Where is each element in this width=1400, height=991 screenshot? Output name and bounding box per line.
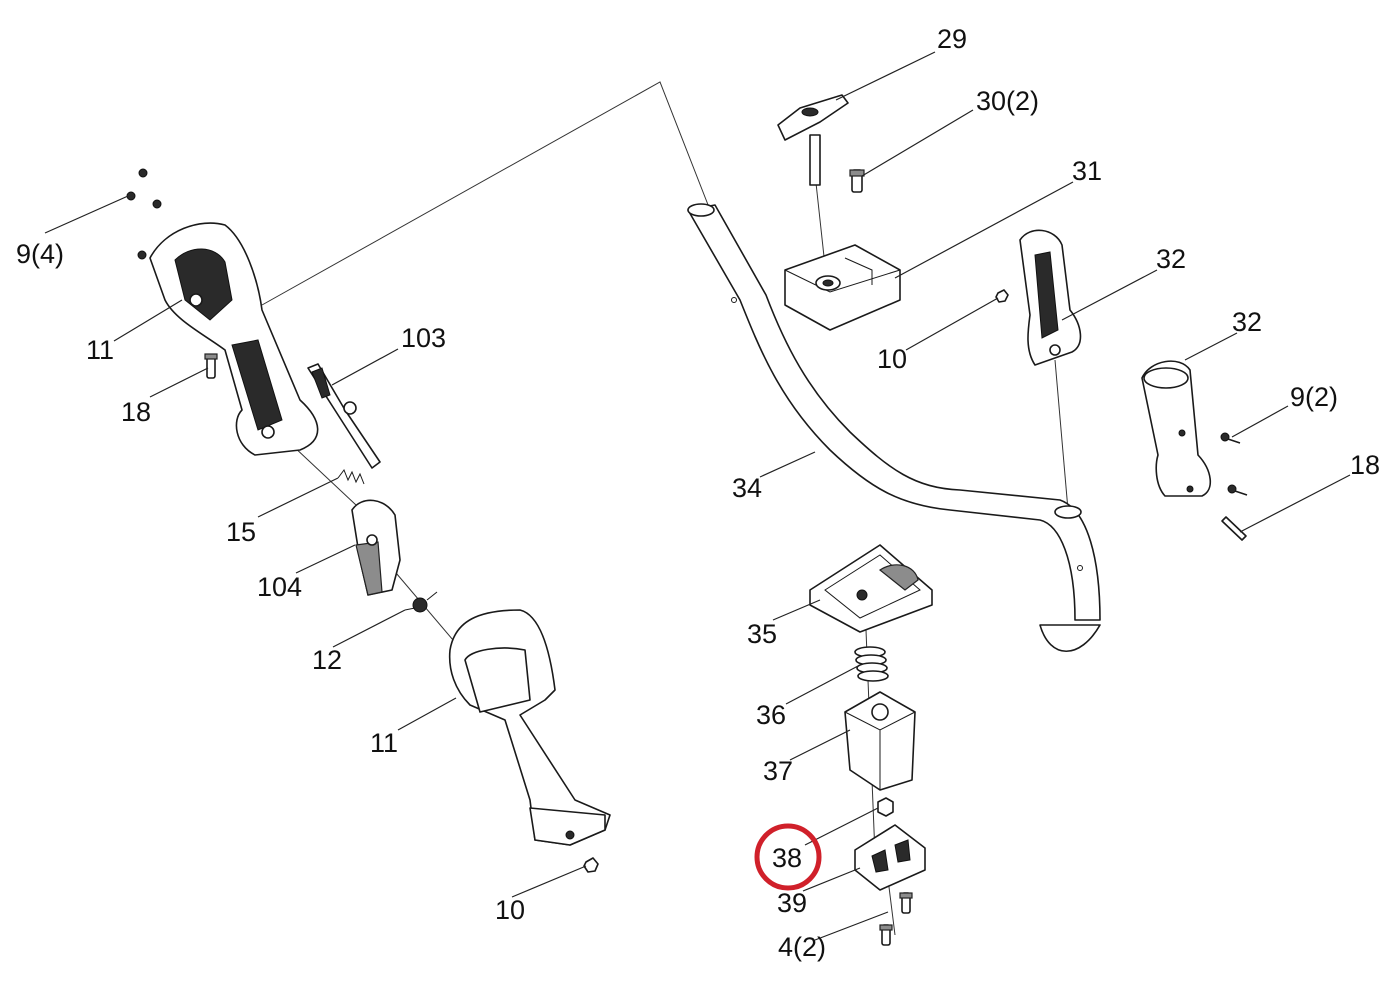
label-11-upper: 11 bbox=[86, 335, 114, 365]
spring-15 bbox=[337, 468, 365, 485]
label-10-lower: 10 bbox=[495, 895, 525, 925]
leader-lines bbox=[44, 51, 1351, 941]
label-38: 38 bbox=[772, 843, 802, 873]
spring-36 bbox=[854, 646, 889, 682]
label-39: 39 bbox=[777, 888, 807, 918]
housing-37 bbox=[844, 691, 916, 791]
handle-housing-11-upper bbox=[149, 222, 319, 456]
label-10-upper: 10 bbox=[877, 344, 907, 374]
clamp-base-35 bbox=[809, 544, 933, 633]
label-9-right: 9(2) bbox=[1290, 382, 1338, 412]
label-12: 12 bbox=[312, 645, 342, 675]
label-18-left: 18 bbox=[121, 397, 151, 427]
label-32-lower: 32 bbox=[1232, 307, 1262, 337]
trigger-104 bbox=[351, 499, 401, 596]
screws-9-left bbox=[126, 168, 162, 260]
highlight-circle-38 bbox=[754, 823, 822, 891]
hex-nut-38 bbox=[877, 797, 894, 817]
switch-rod-103 bbox=[307, 363, 381, 469]
label-15: 15 bbox=[226, 517, 256, 547]
label-31: 31 bbox=[1072, 156, 1102, 186]
handle-tube-34 bbox=[687, 203, 1101, 652]
label-103: 103 bbox=[401, 323, 446, 353]
label-11-lower: 11 bbox=[370, 728, 398, 758]
label-30: 30(2) bbox=[976, 86, 1039, 116]
clamp-block-31 bbox=[784, 244, 901, 331]
label-104: 104 bbox=[257, 572, 302, 602]
bolts-4 bbox=[879, 892, 913, 946]
bolt-30 bbox=[849, 169, 865, 193]
handle-grip-11-lower bbox=[448, 609, 611, 846]
torsion-spring-12 bbox=[404, 591, 438, 613]
nut-10-lower bbox=[583, 857, 599, 873]
label-9-left: 9(4) bbox=[16, 239, 64, 269]
grip-half-32-upper bbox=[1019, 229, 1082, 366]
lower-clamp-39 bbox=[854, 824, 926, 891]
label-35: 35 bbox=[747, 619, 777, 649]
grip-32-lower bbox=[1141, 360, 1211, 497]
pin-18-left bbox=[204, 353, 218, 379]
label-4: 4(2) bbox=[778, 932, 826, 962]
part-labels: 29 30(2) 31 32 32 9(4) 9(2) 11 11 103 18… bbox=[16, 24, 1380, 962]
t-knob-29 bbox=[777, 94, 849, 186]
nut-10-upper bbox=[995, 289, 1009, 303]
pin-18-right bbox=[1221, 516, 1247, 541]
screws-9-right bbox=[1220, 432, 1248, 496]
label-18-right: 18 bbox=[1350, 450, 1380, 480]
label-36: 36 bbox=[756, 700, 786, 730]
label-37: 37 bbox=[763, 756, 793, 786]
label-29: 29 bbox=[937, 24, 967, 54]
label-32-upper: 32 bbox=[1156, 244, 1186, 274]
label-34: 34 bbox=[732, 473, 762, 503]
